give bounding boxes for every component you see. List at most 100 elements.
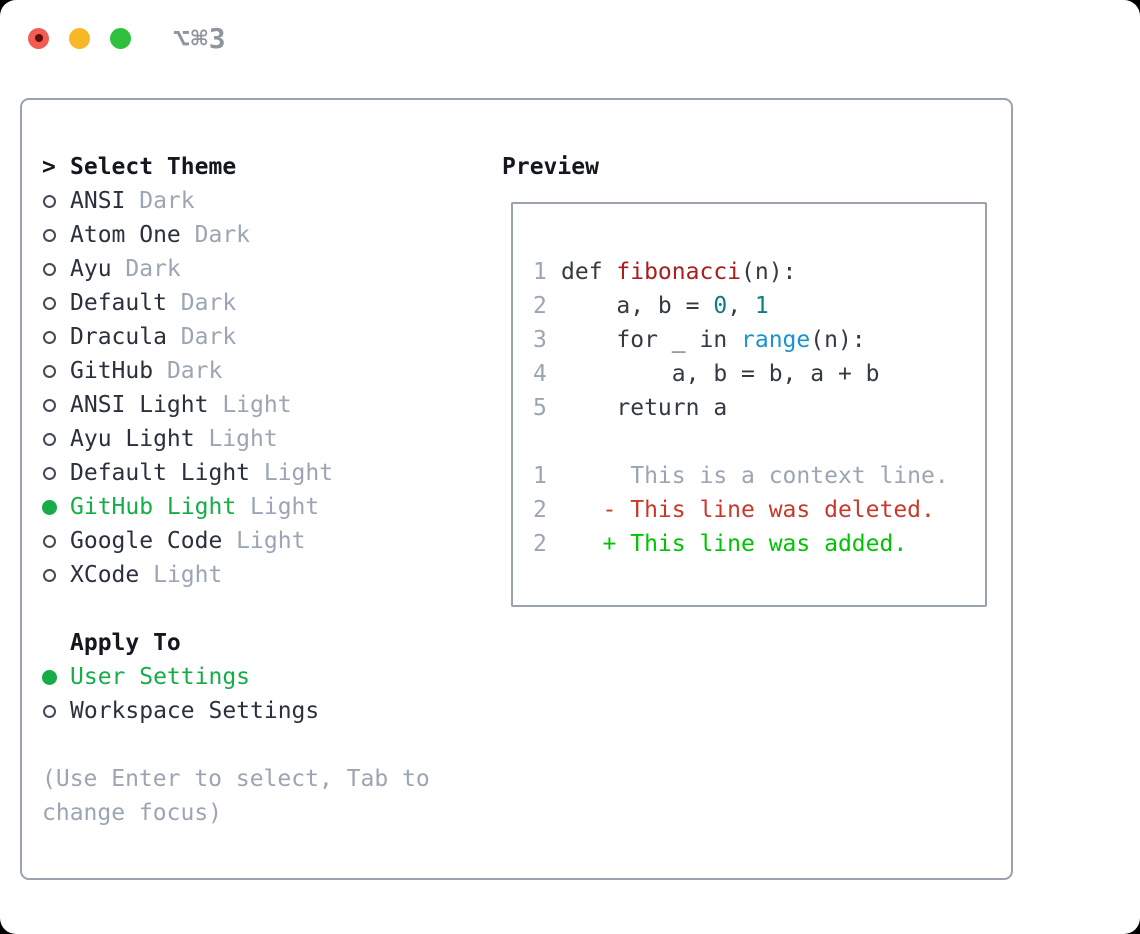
window-title: ⌥⌘3 xyxy=(173,21,227,55)
theme-name: Ayu Light xyxy=(70,426,195,452)
theme-name: Default Light xyxy=(70,460,251,486)
radio-icon xyxy=(43,330,56,344)
radio-icon xyxy=(43,194,56,208)
theme-variant: Light xyxy=(139,562,223,588)
code-token: a, b = b, a + b xyxy=(561,361,880,387)
radio-icon xyxy=(43,228,56,242)
theme-name: ANSI Light xyxy=(70,392,209,418)
code-line: 2 - This line was deleted. xyxy=(533,493,985,527)
apply-to-header: Apply To xyxy=(70,630,181,656)
line-number: 3 xyxy=(533,327,547,353)
theme-option[interactable]: GitHub Light Light xyxy=(42,490,482,524)
radio-icon xyxy=(42,499,57,515)
radio-icon xyxy=(42,669,57,685)
line-number: 4 xyxy=(533,361,547,387)
theme-name: Ayu xyxy=(70,256,112,282)
line-number: 2 xyxy=(533,293,547,319)
code-line: 2 + This line was added. xyxy=(533,527,985,561)
theme-option[interactable]: Ayu Dark xyxy=(42,252,482,286)
code-line: 3 for _ in range(n): xyxy=(533,323,985,357)
code-token: a, b = xyxy=(561,293,714,319)
code-line: 4 a, b = b, a + b xyxy=(533,357,985,391)
line-number xyxy=(533,425,561,459)
radio-icon xyxy=(43,534,56,548)
theme-name: GitHub xyxy=(70,358,154,384)
theme-name: Dracula xyxy=(70,324,167,350)
radio-icon xyxy=(43,432,56,446)
line-content: a, b = 0, 1 xyxy=(561,289,768,323)
line-content: return a xyxy=(561,391,727,425)
theme-option[interactable]: ANSI Light Light xyxy=(42,388,482,422)
code-token: - This line was deleted. xyxy=(561,497,935,523)
line-content: + This line was added. xyxy=(561,527,908,561)
theme-option[interactable]: ANSI Dark xyxy=(42,184,482,218)
line-number: 1 xyxy=(533,463,547,489)
theme-option[interactable]: Dracula Dark xyxy=(42,320,482,354)
theme-option[interactable]: Ayu Light Light xyxy=(42,422,482,456)
code-token: (n): xyxy=(810,327,866,353)
code-token: (n): xyxy=(741,259,797,285)
theme-variant: Dark xyxy=(153,358,223,384)
line-content: for _ in range(n): xyxy=(561,323,866,357)
theme-name: ANSI xyxy=(70,188,126,214)
select-theme-header-row: > Select Theme xyxy=(42,150,482,184)
theme-option[interactable]: Atom One Dark xyxy=(42,218,482,252)
theme-variant: Light xyxy=(236,494,320,520)
apply-option-label: User Settings xyxy=(70,664,251,690)
theme-option[interactable]: XCode Light xyxy=(42,558,482,592)
preview-header-row: Preview xyxy=(502,150,1015,184)
theme-variant: Light xyxy=(250,460,334,486)
theme-option[interactable]: Google Code Light xyxy=(42,524,482,558)
code-line: 5 return a xyxy=(533,391,985,425)
radio-icon xyxy=(43,398,56,412)
theme-variant: Dark xyxy=(180,222,251,248)
preview-header: Preview xyxy=(502,154,599,180)
titlebar: ⌥⌘3 xyxy=(0,0,1140,76)
line-content: This is a context line. xyxy=(561,459,949,493)
radio-icon xyxy=(43,704,56,718)
code-line: 1 This is a context line. xyxy=(533,459,985,493)
radio-icon xyxy=(43,568,56,582)
minimize-icon[interactable] xyxy=(69,27,90,49)
radio-icon xyxy=(43,364,56,378)
line-content: a, b = b, a + b xyxy=(561,357,880,391)
code-line: 1 def fibonacci(n): xyxy=(533,255,985,289)
theme-option[interactable]: GitHub Dark xyxy=(42,354,482,388)
code-token: return a xyxy=(561,395,728,421)
apply-option-label: Workspace Settings xyxy=(70,698,320,724)
hint-text: (Use Enter to select, Tab to change focu… xyxy=(42,766,430,826)
line-content: - This line was deleted. xyxy=(561,493,935,527)
line-content: def fibonacci(n): xyxy=(561,255,796,289)
zoom-icon[interactable] xyxy=(110,27,131,49)
apply-option[interactable]: Workspace Settings xyxy=(42,694,482,728)
theme-variant: Dark xyxy=(111,256,181,282)
line-number: 2 xyxy=(533,531,547,557)
line-number: 2 xyxy=(533,497,547,523)
radio-icon xyxy=(43,296,56,310)
theme-name: Google Code xyxy=(70,528,223,554)
theme-option[interactable]: Default Light Light xyxy=(42,456,482,490)
line-number: 1 xyxy=(533,259,547,285)
radio-icon xyxy=(43,262,56,276)
apply-option[interactable]: User Settings xyxy=(42,660,482,694)
theme-variant: Dark xyxy=(125,188,195,214)
theme-name: Atom One xyxy=(70,222,181,248)
theme-name: XCode xyxy=(70,562,140,588)
code-token: def xyxy=(561,259,617,285)
theme-option[interactable]: Default Dark xyxy=(42,286,482,320)
code-line: 2 a, b = 0, 1 xyxy=(533,289,985,323)
theme-variant: Dark xyxy=(166,290,237,316)
spacer xyxy=(42,592,482,626)
theme-variant: Light xyxy=(222,528,306,554)
code-token: for _ in xyxy=(561,327,742,353)
apply-to-header-row: Apply To xyxy=(42,626,482,660)
close-icon[interactable] xyxy=(28,27,49,49)
code-token: , xyxy=(727,293,755,319)
theme-name: Default xyxy=(70,290,167,316)
